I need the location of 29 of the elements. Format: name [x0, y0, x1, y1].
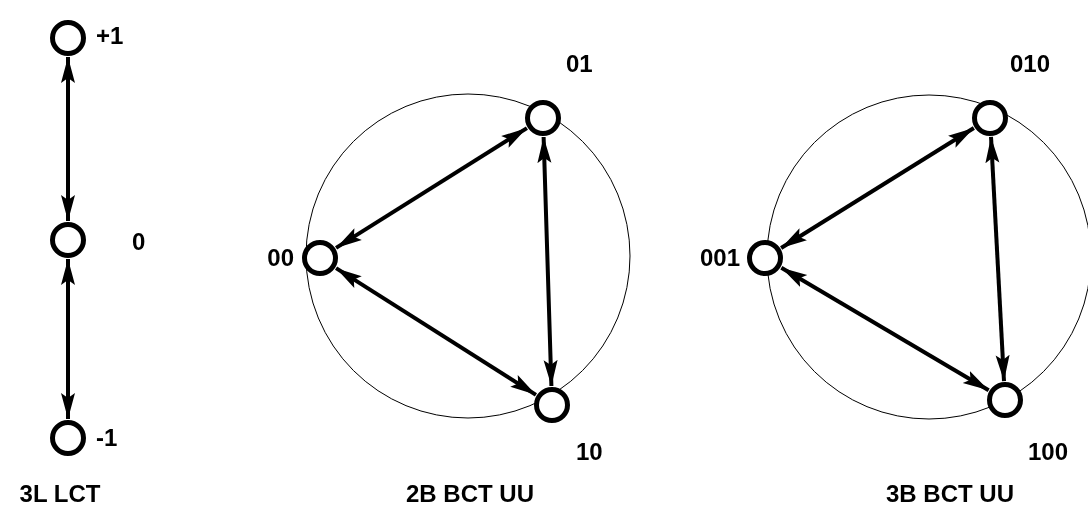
circle-node — [987, 382, 1023, 418]
state-label: 10 — [576, 440, 603, 464]
circle-node — [302, 240, 338, 276]
state-label: -1 — [96, 426, 118, 450]
circle-node — [50, 20, 86, 56]
state-label: +1 — [96, 24, 124, 48]
diagram-caption: 3L LCT — [19, 482, 101, 506]
state-label: 0 — [132, 230, 146, 254]
double-arrow — [985, 136, 1010, 382]
circle-node — [534, 387, 570, 423]
diagram-caption: 2B BCT UU — [406, 482, 534, 506]
double-arrow — [335, 126, 528, 250]
double-arrow — [335, 266, 537, 397]
diagram-caption: 3B BCT UU — [886, 482, 1014, 506]
state-label: 010 — [1010, 52, 1051, 76]
state-label: 001 — [699, 246, 740, 270]
state-label: 100 — [1028, 440, 1069, 464]
circle-node — [972, 100, 1008, 136]
circle-node — [747, 240, 783, 276]
double-arrow — [61, 259, 75, 419]
circle-node — [50, 420, 86, 456]
circle-node — [525, 100, 561, 136]
double-arrow — [780, 265, 990, 393]
double-arrow — [537, 136, 558, 387]
double-arrow — [61, 57, 75, 221]
state-label: 00 — [267, 246, 294, 270]
double-arrow — [780, 126, 975, 250]
circle-node — [50, 222, 86, 258]
state-label: 01 — [566, 52, 593, 76]
